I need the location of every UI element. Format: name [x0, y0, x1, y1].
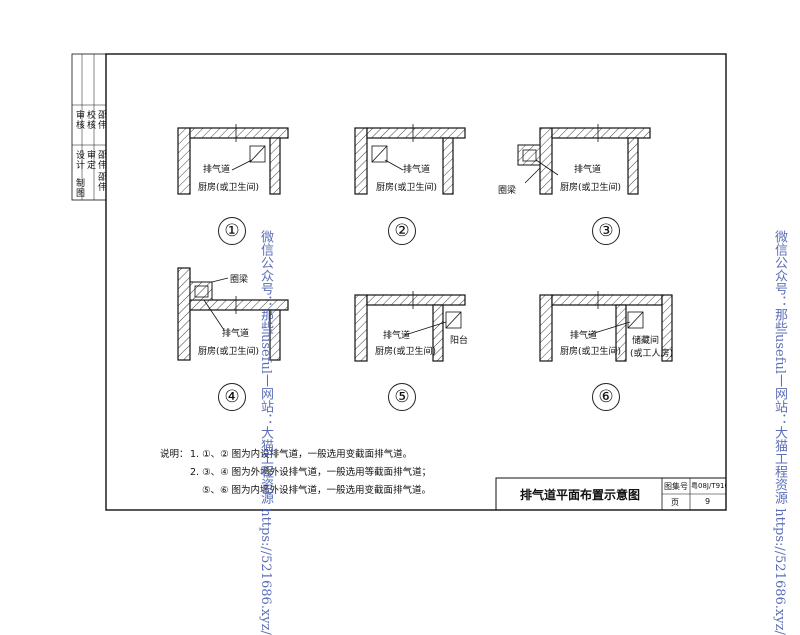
d6-store-sub-label: (或工人房): [630, 349, 674, 359]
side-signer-c: 邵伟: [96, 172, 106, 192]
drawing-title: 排气道平面布置示意图: [520, 488, 641, 502]
side-col1-text-3: 制图: [74, 178, 84, 198]
d5-balcony-label: 阳台: [450, 336, 469, 346]
d4-room-label: 厨房(或卫生间): [198, 347, 260, 357]
side-signer-a: 邵伟: [96, 110, 106, 130]
d1-duct-label: 排气道: [203, 165, 231, 175]
notes-label: 说明：: [160, 449, 189, 460]
watermark-left: 微信公众号：那些useful丨网站：大猫工程资源 https://521686.…: [258, 230, 273, 635]
d6-store-label: 储藏间: [632, 336, 660, 346]
d2-duct-label: 排气道: [403, 165, 431, 175]
d1-room-label: 厨房(或卫生间): [198, 183, 260, 193]
diagram-6-plan: [539, 291, 673, 362]
atlas-no-label: 图集号: [664, 482, 688, 491]
page-number: 9: [705, 497, 711, 506]
note-line-3: ⑤、⑥ 图为内墙外设排气道，一般选用变截面排气道。: [202, 485, 432, 496]
diagram-4-plan: [177, 267, 289, 361]
diagram-5-number: ⑤: [388, 383, 416, 411]
d5-duct-label: 排气道: [383, 331, 411, 341]
d3-beam-label: 圈梁: [498, 186, 517, 196]
watermark-right: 微信公众号：那些useful丨网站：大猫工程资源 https://521686.…: [772, 230, 787, 635]
diagram-1-number: ①: [218, 217, 246, 245]
d3-duct-label: 排气道: [574, 165, 602, 175]
atlas-no-value: 粤08J/T910: [691, 482, 726, 490]
diagram-2-plan: [354, 124, 466, 195]
diagram-1-plan: [177, 124, 289, 195]
plan-diagrams: [177, 124, 673, 362]
d6-room-label: 厨房(或卫生间): [560, 347, 622, 357]
side-col1-text: 审核: [74, 110, 84, 130]
d4-duct-label: 排气道: [222, 329, 250, 339]
d3-room-label: 厨房(或卫生间): [560, 183, 622, 193]
d2-room-label: 厨房(或卫生间): [376, 183, 438, 193]
note-line-2: 2. ③、④ 图为外墙外设排气道，一般选用等截面排气道；: [190, 467, 432, 478]
diagram-3-plan: [517, 124, 651, 195]
diagram-3-number: ③: [592, 217, 620, 245]
side-col1-text-2: 设计: [74, 150, 84, 170]
d4-beam-label: 圈梁: [230, 275, 249, 285]
diagram-6-number: ⑥: [592, 383, 620, 411]
page-label: 页: [671, 498, 679, 507]
side-signer-b: 邵伟: [96, 150, 106, 170]
d6-duct-label: 排气道: [570, 331, 598, 341]
note-line-1: 1. ①、② 图为内设排气道，一般选用变截面排气道。: [190, 449, 413, 460]
diagram-4-number: ④: [218, 383, 246, 411]
diagram-5-plan: [354, 291, 466, 362]
drawing-frame: [71, 53, 727, 511]
side-col2-text: 校核: [85, 110, 95, 130]
d5-room-label: 厨房(或卫生间): [375, 347, 437, 357]
diagram-2-number: ②: [388, 217, 416, 245]
side-col2-text-2: 审定: [85, 150, 95, 170]
